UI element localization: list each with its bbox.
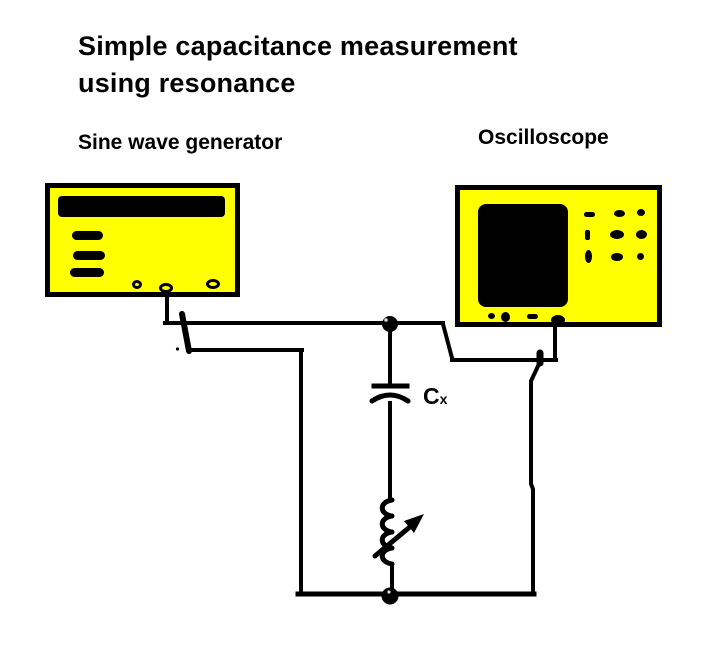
- scope-bottom-dash: [527, 314, 538, 319]
- scope-bottom-dot-1: [488, 313, 495, 319]
- generator-terminal-small-icon: [132, 280, 142, 289]
- scope-knob-row1-col1: [584, 212, 595, 217]
- capacitor-label-subscript: x: [439, 391, 448, 407]
- generator-slider-button-3: [70, 268, 104, 277]
- wire-right-vertical: [529, 379, 535, 594]
- oscilloscope-label: Oscilloscope: [478, 126, 609, 149]
- diagram-title: Simple capacitance measurement using res…: [78, 28, 518, 102]
- oscilloscope-screen: [478, 204, 568, 307]
- generator-slider-button-1: [72, 231, 103, 240]
- title-line-1: Simple capacitance measurement: [78, 31, 518, 61]
- scope-input-terminal-icon: [551, 315, 565, 325]
- generator-terminal-right-icon: [206, 279, 220, 289]
- scope-knob-row1-col3: [637, 209, 645, 216]
- wire-step-diagonal: [441, 322, 454, 360]
- capacitor-bottom-plate: [369, 392, 411, 404]
- generator-display-bar: [58, 196, 225, 217]
- scope-knob-row3-col3: [637, 253, 644, 260]
- scope-knob-row1-col2: [614, 210, 625, 217]
- capacitor-label: Cx: [423, 385, 447, 411]
- wire-generator-second-diagonal: [179, 311, 192, 354]
- junction-dot-top-highlight: [384, 318, 388, 322]
- inductor-coil-symbol: [379, 497, 395, 567]
- sine-wave-generator-device: [45, 183, 240, 297]
- generator-label: Sine wave generator: [78, 131, 283, 154]
- scope-knob-row3-col2: [611, 253, 623, 261]
- scope-bottom-dot-2: [501, 312, 510, 322]
- junction-dot-top: [382, 316, 398, 332]
- scope-knob-row2-col1: [585, 230, 590, 240]
- scope-knob-row2-col3: [636, 230, 647, 239]
- capacitor-label-main: C: [423, 383, 440, 409]
- generator-slider-button-2: [73, 251, 105, 260]
- wire-branch-diagonal: [529, 362, 541, 383]
- variable-arrow-head-icon: [404, 514, 424, 533]
- variable-arrow-shaft: [372, 523, 414, 559]
- title-line-2: using resonance: [78, 68, 296, 98]
- oscilloscope-device: [455, 185, 662, 327]
- scope-knob-row3-col1: [585, 250, 592, 263]
- scope-knob-row2-col2: [610, 230, 624, 239]
- junction-dot-bottom-highlight: [387, 590, 391, 594]
- stray-ink-dot: [175, 347, 180, 351]
- junction-dot-bottom: [381, 587, 399, 605]
